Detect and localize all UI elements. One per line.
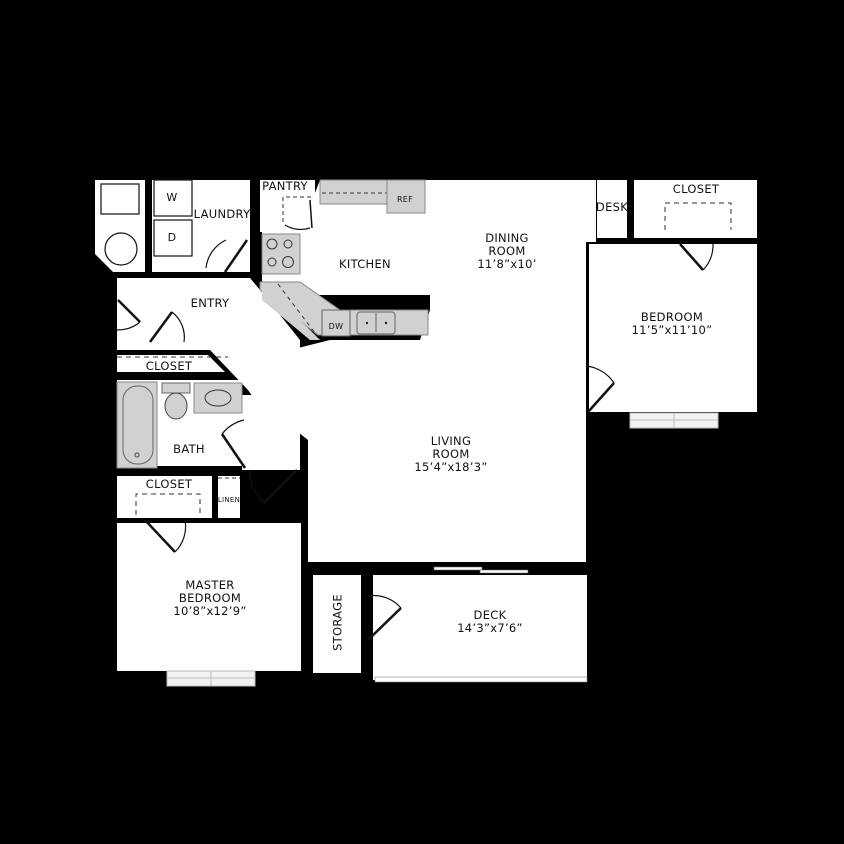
vanity-icon (193, 382, 243, 414)
entry-floor (117, 278, 300, 440)
desk-floor (597, 180, 627, 238)
master-dimensions: 10’8”x12’9” (173, 604, 247, 618)
refrigerator-icon (386, 179, 426, 214)
windows (166, 412, 719, 687)
fixtures (100, 179, 732, 515)
deck-label: DECK 14’3”x7’6” (457, 609, 523, 635)
pantry-label: PANTRY (262, 179, 308, 193)
kitchen-label: KITCHEN (339, 257, 391, 271)
laundry-label: LAUNDRY (193, 207, 251, 221)
bedroom-label: BEDROOM 11’5”x11’10” (632, 311, 713, 337)
sliding-door[interactable] (433, 566, 529, 574)
deck-dimensions: 14’3”x7’6” (457, 621, 523, 635)
pantry-door[interactable] (309, 199, 313, 229)
lavatory-sink-icon (204, 389, 232, 407)
toilet-tank (161, 382, 191, 394)
laundry-door[interactable] (223, 239, 249, 273)
master-closet-floor (117, 476, 212, 518)
toilet-icon (164, 392, 188, 420)
dining-name-2: ROOM (488, 244, 526, 258)
laundry-floor (152, 180, 250, 272)
desk-label: DESK (595, 200, 629, 214)
entry-closet-door[interactable] (148, 311, 174, 343)
bedroom-door[interactable] (587, 382, 615, 413)
master-name-2: BEDROOM (178, 591, 242, 605)
storage-floor (313, 575, 361, 673)
bath-label: BATH (173, 442, 205, 456)
master-hall-door[interactable] (263, 469, 298, 504)
bedroom-closet-door[interactable] (679, 243, 704, 271)
water-heater-icon (104, 232, 138, 266)
dishwasher-icon (321, 309, 351, 337)
deck-name: DECK (473, 608, 507, 622)
dining-dimensions: 11’8”x10’ (477, 257, 537, 271)
master-closet-label: CLOSET (145, 477, 193, 491)
upper-counter (319, 179, 391, 205)
range-icon (261, 233, 301, 275)
master-name-1: MASTER (185, 578, 235, 592)
linen-label: LINEN (217, 496, 241, 504)
dryer-label: D (167, 231, 177, 244)
storage-door[interactable] (367, 607, 402, 641)
master-closet-door[interactable] (144, 519, 176, 553)
washer-label: W (166, 191, 178, 204)
main-living-floor (298, 180, 596, 562)
bedroom-name: BEDROOM (640, 310, 704, 324)
linen-floor (218, 476, 240, 518)
door-swings (116, 199, 714, 641)
bath-door[interactable] (220, 433, 247, 469)
dining-room-label: DINING ROOM 11’8”x10’ (477, 232, 536, 271)
utility-box (100, 183, 140, 215)
utility-closet-floor (95, 180, 145, 272)
bedroom-closet-floor (634, 180, 757, 238)
refrigerator-label: REF (396, 195, 414, 204)
entry-front-door[interactable] (117, 299, 141, 323)
entry-closet-floor (117, 355, 225, 372)
washer-icon (153, 179, 193, 217)
dryer-icon (153, 219, 193, 257)
bedroom-floor (589, 244, 757, 412)
bedroom-closet-label: CLOSET (672, 182, 720, 196)
dishwasher-label: DW (328, 322, 344, 331)
hall-floor (242, 395, 300, 470)
master-bedroom-label: MASTER BEDROOM 10’8”x12’9” (173, 579, 246, 618)
dining-name-1: DINING (485, 231, 529, 245)
living-room-label: LIVING ROOM 15’4”x18’3” (414, 435, 487, 474)
entry-closet-label: CLOSET (145, 359, 193, 373)
master-bedroom-floor (117, 523, 301, 671)
deck-railing (374, 676, 588, 683)
entry-label: ENTRY (190, 296, 230, 310)
bedroom-dimensions: 11’5”x11’10” (631, 323, 713, 337)
living-dimensions: 15’4”x18’3” (414, 460, 488, 474)
living-name-2: ROOM (432, 447, 470, 461)
storage-label: STORAGE (330, 594, 345, 651)
deck-floor (373, 575, 587, 680)
counter-corner (262, 282, 320, 340)
living-name-1: LIVING (430, 434, 472, 448)
